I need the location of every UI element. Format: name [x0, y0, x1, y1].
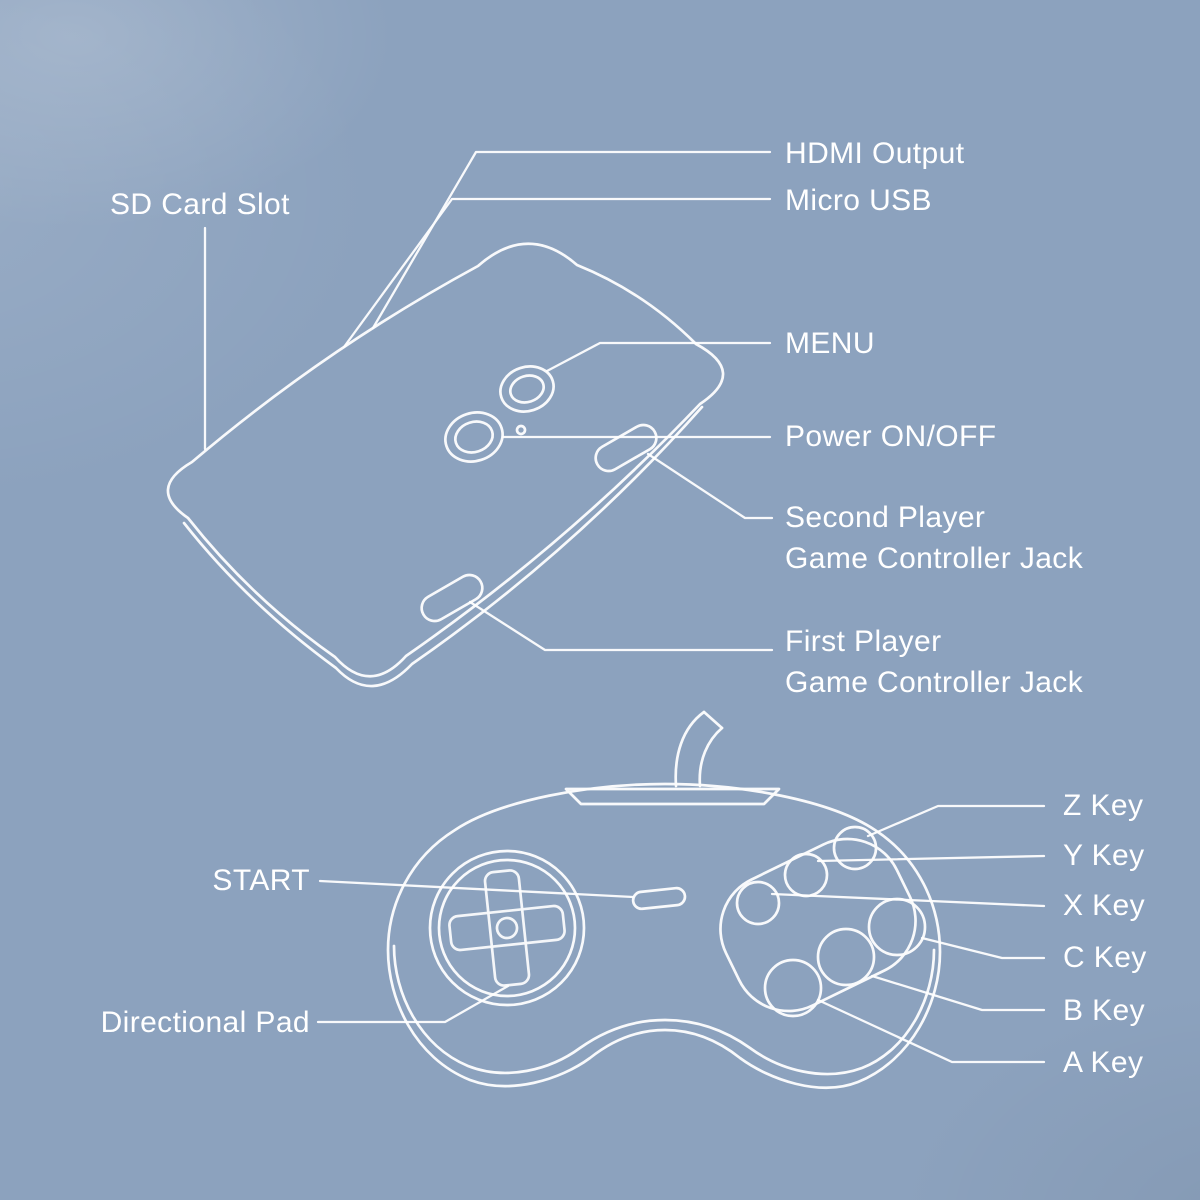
label-z-key: Z Key: [1063, 789, 1144, 822]
label-a-key: A Key: [1063, 1046, 1144, 1079]
menu-button: [499, 365, 555, 413]
label-hdmi-output: HDMI Output: [785, 137, 965, 170]
button-plate: [719, 837, 917, 1013]
callout-y-key: [816, 854, 1046, 863]
callout-c-key: [920, 936, 1046, 960]
console-group: [166, 242, 725, 688]
label-micro-usb: Micro USB: [785, 184, 932, 217]
callout-a-key: [816, 998, 1046, 1064]
dpad-cross-vertical: [483, 869, 531, 987]
z-button: [832, 825, 878, 871]
label-second-player-jack-line1: Second Player: [785, 501, 986, 534]
console-top-surface: [166, 242, 725, 678]
dpad-cross-horizontal: [448, 904, 566, 952]
console-base-rim: [182, 405, 704, 688]
label-power-on-off: Power ON/OFF: [785, 420, 997, 453]
label-b-key: B Key: [1063, 994, 1146, 1027]
menu-button-inner: [508, 374, 546, 404]
dpad-cross: [448, 869, 566, 987]
label-first-player-jack-line2: Game Controller Jack: [785, 666, 1084, 699]
callout-b-key: [870, 974, 1046, 1012]
callout-x-key: [770, 892, 1046, 908]
label-menu: MENU: [785, 327, 875, 360]
controller-cable-end: [702, 710, 724, 730]
callout-lines: [203, 150, 1046, 1064]
callout-hdmi-output: [371, 150, 772, 330]
power-led: [515, 424, 527, 436]
label-sd-card-slot: SD Card Slot: [110, 188, 290, 221]
callout-micro-usb: [342, 197, 772, 349]
callout-second-player-jack: [646, 452, 774, 520]
start-button: [631, 886, 687, 911]
callout-menu: [545, 341, 772, 373]
x-button: [735, 880, 781, 926]
label-c-key: C Key: [1063, 941, 1147, 974]
power-button: [444, 411, 504, 463]
controller-shell-seam: [392, 944, 936, 1076]
dpad-ring-inner: [437, 858, 577, 998]
callout-directional-pad: [316, 984, 510, 1024]
controller-cable: [698, 726, 724, 788]
callout-z-key: [866, 804, 1046, 838]
first-player-jack: [420, 573, 484, 623]
label-directional-pad: Directional Pad: [100, 1006, 310, 1039]
label-first-player-jack-line1: First Player: [785, 625, 942, 658]
label-second-player-jack-line2: Game Controller Jack: [785, 542, 1084, 575]
dpad-ring-outer: [428, 849, 586, 1007]
second-player-jack: [594, 423, 658, 473]
a-button: [763, 958, 823, 1018]
controller-outline: [386, 782, 942, 1090]
dpad-center-dot: [495, 916, 519, 940]
label-second-player-jack: Second Player Game Controller Jack: [785, 497, 1083, 579]
controller-group: [386, 710, 942, 1090]
controller-cable: [674, 710, 706, 788]
label-x-key: X Key: [1063, 889, 1146, 922]
label-start: START: [212, 864, 310, 897]
controller-top-band: [564, 787, 781, 806]
power-button-inner: [453, 420, 495, 454]
callout-start: [318, 879, 635, 899]
label-y-key: Y Key: [1063, 839, 1145, 872]
label-first-player-jack: First Player Game Controller Jack: [785, 621, 1083, 703]
b-button: [816, 927, 876, 987]
callout-first-player-jack: [468, 600, 774, 652]
